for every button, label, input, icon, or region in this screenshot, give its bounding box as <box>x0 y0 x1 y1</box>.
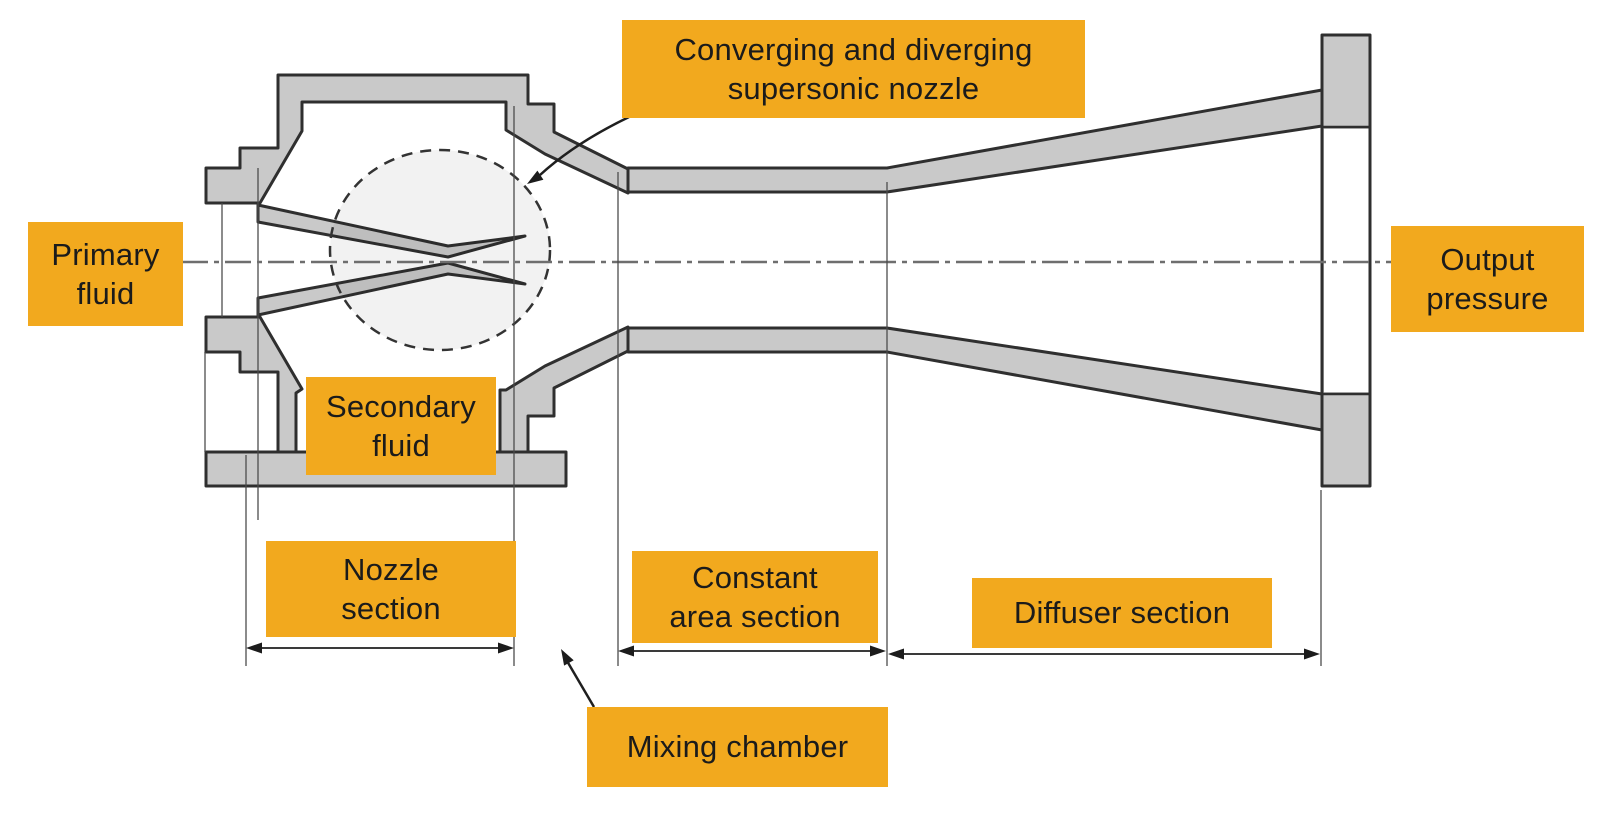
dim-arrow-right-diffuser <box>1304 648 1320 660</box>
lower-left-housing-wall <box>204 315 304 454</box>
label-text: Constant <box>692 559 818 595</box>
label-converging-diverging-nozzle: Converging and diverging supersonic nozz… <box>622 20 1085 118</box>
label-output-pressure: Output pressure <box>1391 226 1584 332</box>
mixing-chamber-callout-line <box>565 660 596 708</box>
label-text: supersonic nozzle <box>727 71 980 106</box>
dim-arrow-left-constant <box>618 645 634 657</box>
label-text: Primary <box>51 236 160 272</box>
label-diffuser-section: Diffuser section <box>972 578 1272 648</box>
dim-arrow-right-nozzle <box>498 642 514 654</box>
label-text: section <box>341 591 441 626</box>
label-text: pressure <box>1426 281 1549 316</box>
label-text: Secondary <box>325 388 476 424</box>
detail-circle <box>328 148 552 352</box>
label-text: Mixing chamber <box>626 729 849 765</box>
bottom-duct-wall <box>626 326 1324 432</box>
label-nozzle-section: Nozzle section <box>266 541 516 637</box>
label-text: Converging and diverging <box>674 31 1033 67</box>
label-text: area section <box>669 599 841 634</box>
label-mixing-chamber: Mixing chamber <box>587 707 888 787</box>
label-text: fluid <box>76 276 135 311</box>
cd-nozzle-callout-line <box>539 115 630 176</box>
cd-nozzle-callout-arrowhead <box>527 170 544 184</box>
mixing-chamber-callout-arrowhead <box>561 649 574 666</box>
label-text: fluid <box>372 428 430 463</box>
dim-arrow-left-diffuser <box>888 648 904 660</box>
label-secondary-fluid: Secondary fluid <box>306 377 496 475</box>
dim-arrow-left-nozzle <box>246 642 262 654</box>
label-text: Diffuser section <box>1013 595 1231 631</box>
outlet-flange-bore <box>1324 129 1369 392</box>
label-primary-fluid: Primary fluid <box>28 222 183 326</box>
label-text: Output <box>1440 241 1535 277</box>
label-constant-area-section: Constant area section <box>632 551 878 643</box>
lower-right-housing-wall <box>498 325 630 454</box>
label-text: Nozzle <box>343 551 439 587</box>
dim-arrow-right-constant <box>870 645 886 657</box>
